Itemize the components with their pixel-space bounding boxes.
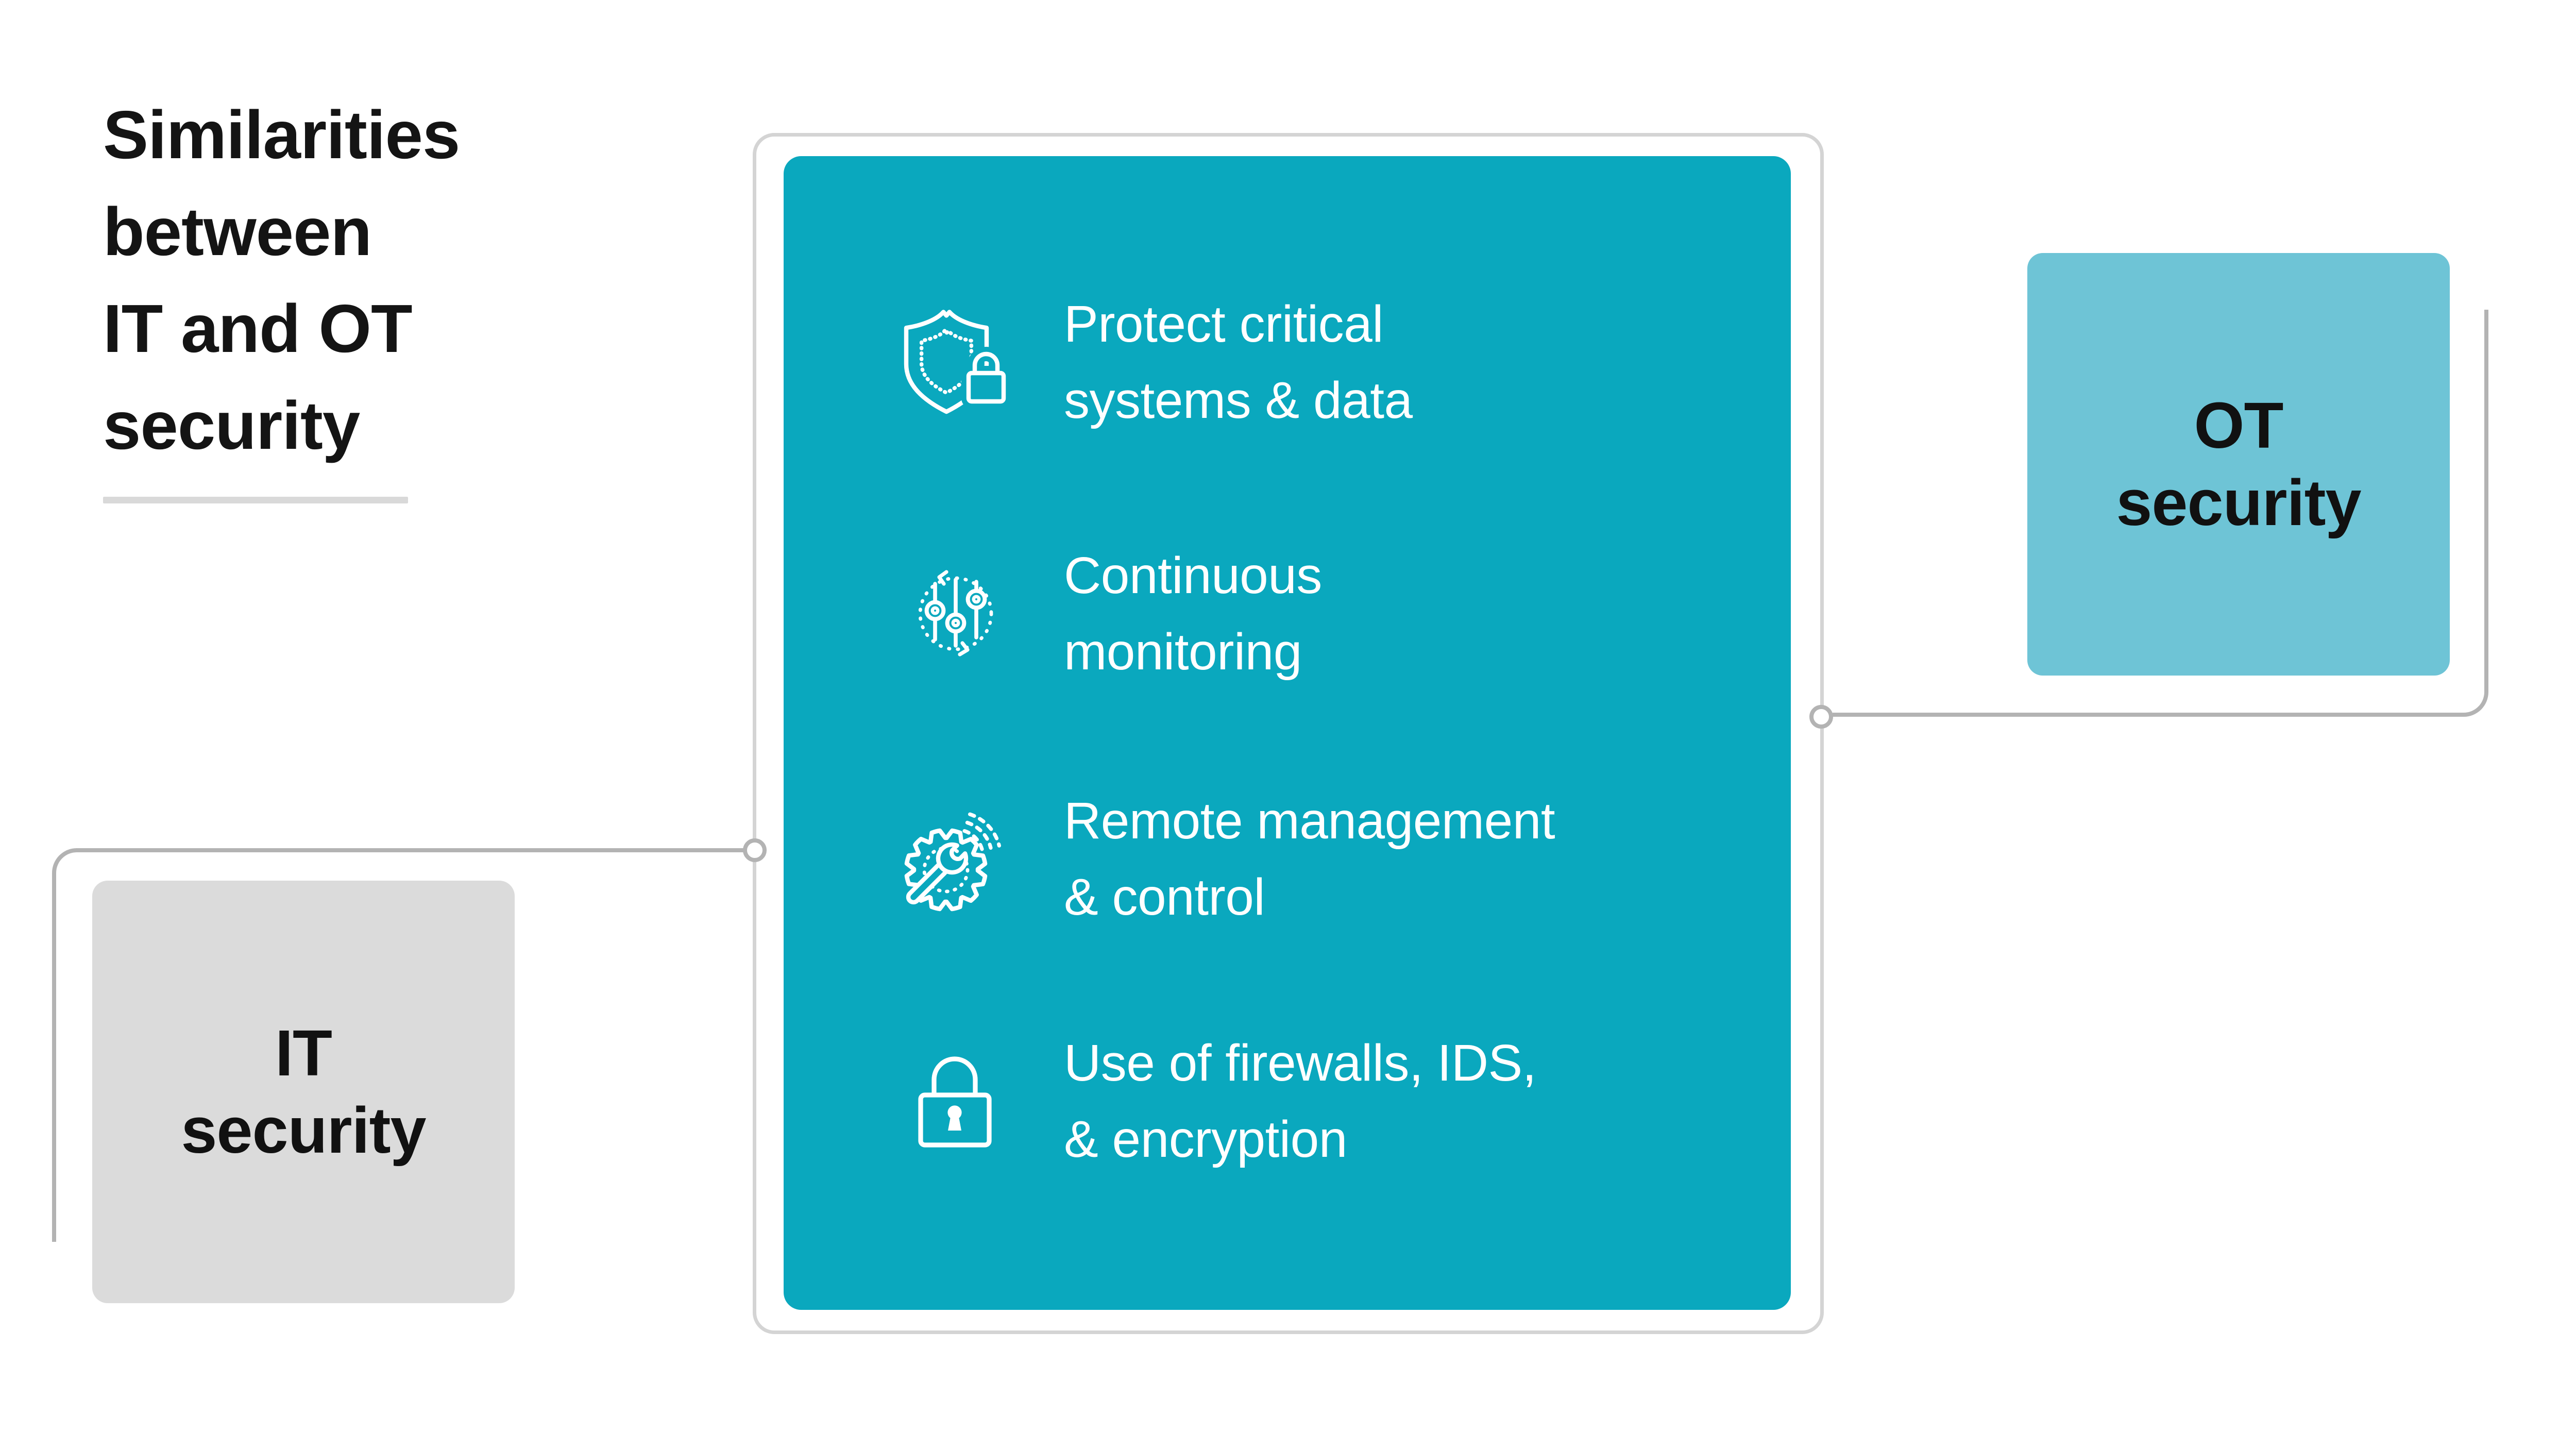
similarity-item-remote: Remote management & control xyxy=(903,792,1760,926)
ot-security-label: OT security xyxy=(2116,389,2361,539)
sliders-cycle-icon xyxy=(903,562,1006,665)
similarity-label: Use of firewalls, IDS, & encryption xyxy=(1064,1034,1537,1168)
shield-lock-icon xyxy=(903,310,1011,414)
similarity-item-monitoring: Continuous monitoring xyxy=(903,547,1760,681)
title-underline xyxy=(103,497,408,503)
it-security-node: IT security xyxy=(92,881,515,1303)
similarities-panel: Protect critical systems & data xyxy=(784,156,1791,1310)
ot-security-node: OT security xyxy=(2027,253,2450,676)
connector-ot-line xyxy=(1833,310,2488,717)
similarity-label: Protect critical systems & data xyxy=(1064,295,1413,429)
similarity-item-firewalls: Use of firewalls, IDS, & encryption xyxy=(903,1034,1760,1168)
it-security-label: IT security xyxy=(181,1017,426,1167)
similarity-label: Remote management & control xyxy=(1064,792,1555,926)
connector-ot-ring xyxy=(1809,705,1833,729)
padlock-icon xyxy=(903,1050,1006,1153)
similarity-item-protect: Protect critical systems & data xyxy=(903,295,1760,429)
similarity-label: Continuous monitoring xyxy=(1064,547,1322,681)
connector-it-ring xyxy=(743,838,767,862)
gear-wrench-icon xyxy=(903,807,1006,912)
connector-it-line xyxy=(52,848,743,1242)
page-title: Similarities between IT and OT security xyxy=(103,97,460,463)
